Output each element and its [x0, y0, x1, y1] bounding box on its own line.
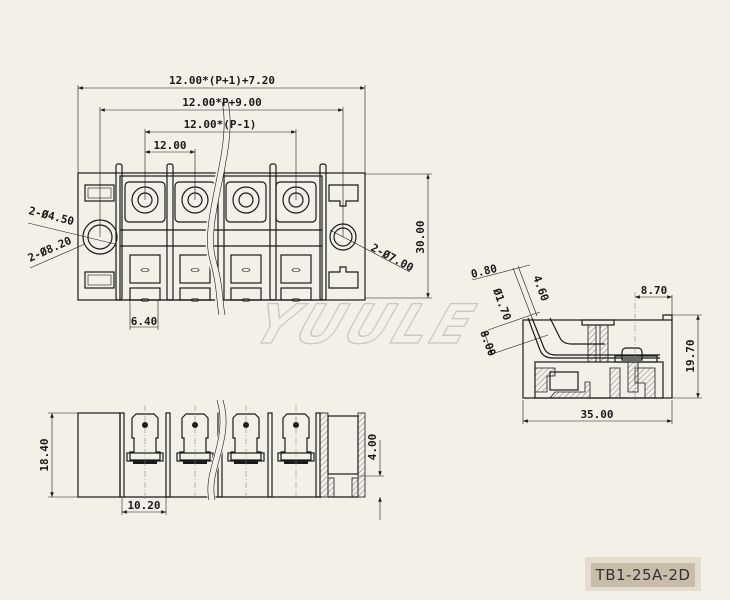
dim-bottom-width: 10.20 [127, 499, 160, 512]
dim-pin-dia: Ø1.70 [490, 286, 514, 323]
dim-overall: 12.00*(P+1)+7.20 [169, 74, 275, 87]
dim-mount-pitch: 12.00*P+9.00 [182, 96, 261, 109]
barriers [115, 163, 327, 301]
front-view: 12.00*(P+1)+7.20 12.00*P+9.00 12.00*(P-1… [26, 74, 432, 330]
side-view: 35.00 19.70 8.70 0.80 4.60 Ø1.70 8.00 [470, 262, 702, 424]
dim-depth: 35.00 [580, 408, 613, 421]
dim-tab-width: 6.40 [131, 315, 158, 328]
dim-hole-right: 2-Ø7.00 [369, 241, 416, 274]
dim-pitch: 12.00 [153, 139, 186, 152]
dim-bottom-height: 18.40 [38, 438, 51, 471]
watermark: YUULE [245, 294, 486, 357]
dim-side-height: 19.70 [684, 339, 697, 372]
dim-foot: 4.00 [366, 434, 379, 461]
dim-terminal-span: 12.00*(P-1) [184, 118, 257, 131]
dim-height: 30.00 [414, 220, 427, 253]
dim-wire-thickness: 0.80 [470, 262, 499, 281]
dim-hole-large: 2-Ø8.20 [26, 234, 74, 265]
bottom-view: 18.40 10.20 4.00 [38, 398, 384, 520]
dim-offset: 4.60 [530, 274, 551, 303]
model-label-box: TB1-25A-2D [585, 557, 701, 591]
bottom-dimensions: 18.40 10.20 4.00 [38, 412, 384, 520]
dim-pin-length: 8.00 [477, 329, 498, 358]
model-label: TB1-25A-2D [591, 563, 695, 587]
dim-screw-offset: 8.70 [641, 284, 668, 297]
side-dimensions: 35.00 19.70 8.70 0.80 4.60 Ø1.70 8.00 [470, 262, 702, 424]
